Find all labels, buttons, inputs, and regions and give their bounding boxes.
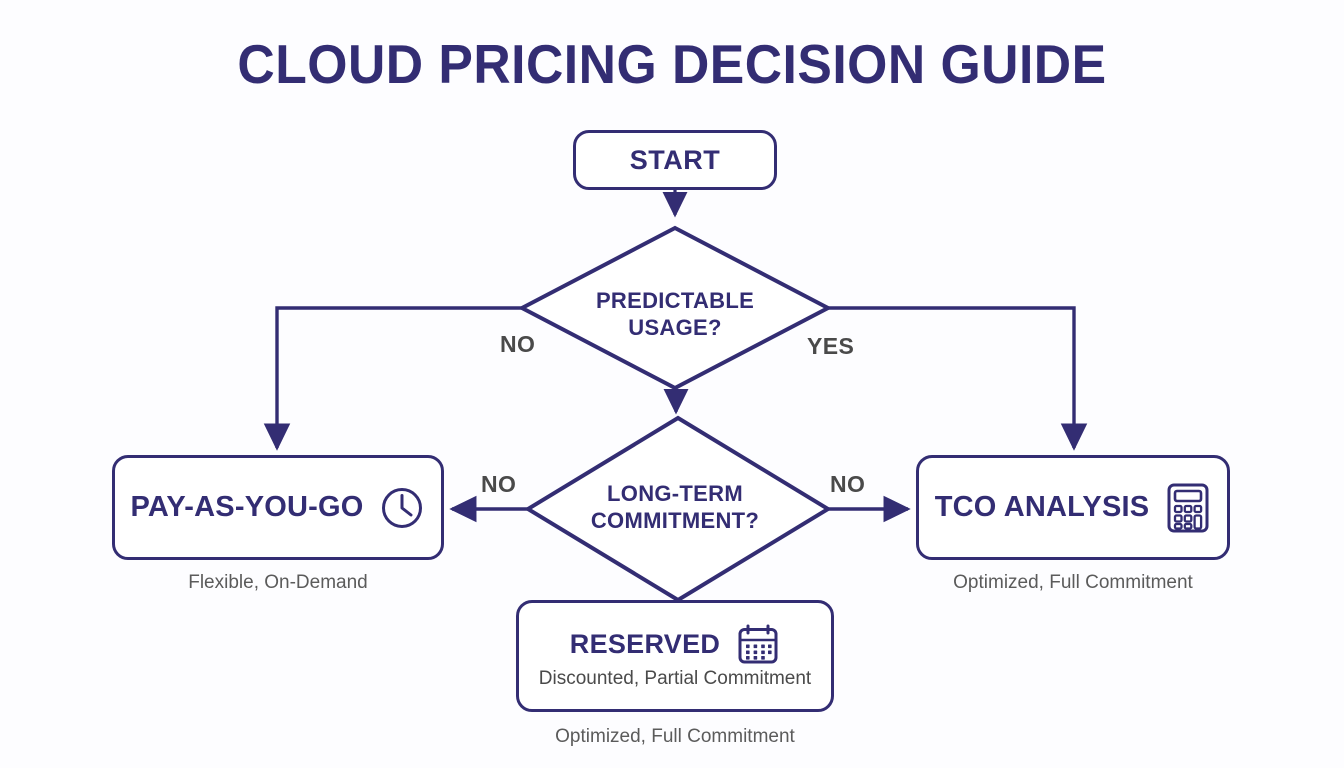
node-reserved-label: RESERVED (569, 628, 721, 659)
page-title: CLOUD PRICING DECISION GUIDE (237, 33, 1107, 95)
calculator-icon (1167, 483, 1209, 532)
node-pay-as-you-go-label: PAY-AS-YOU-GO (130, 491, 364, 523)
node-pay-as-you-go-caption: Flexible, On-Demand (188, 572, 368, 593)
edge-decision1-yes-to-tco (828, 306, 1088, 451)
node-decision-predictable-usage-label: PREDICTABLE USAGE? (595, 288, 755, 340)
node-start[interactable]: START (573, 130, 777, 190)
node-reserved-title-row: RESERVED (570, 622, 780, 666)
calendar-icon (738, 624, 778, 664)
node-decision-long-term-commitment-label: LONG-TERM COMMITMENT? (590, 481, 760, 533)
edge-label-no-predictable: NO (500, 331, 536, 357)
node-pay-as-you-go[interactable]: PAY-AS-YOU-GO (112, 455, 444, 560)
edge-label-no-commitment-right: NO (830, 471, 866, 497)
node-tco-analysis[interactable]: TCO ANALYSIS (916, 455, 1230, 560)
node-reserved-inner-caption: Discounted, Partial Commitment (538, 668, 812, 689)
edge-label-no-commitment-left: NO (481, 471, 517, 497)
node-reserved-caption: Optimized, Full Commitment (555, 726, 795, 747)
node-reserved[interactable]: RESERVED (516, 600, 834, 712)
node-start-label: START (629, 144, 721, 175)
node-tco-analysis-caption: Optimized, Full Commitment (953, 572, 1193, 593)
edge-label-yes-predictable: YES (807, 333, 855, 359)
node-tco-analysis-label: TCO ANALYSIS (934, 491, 1150, 523)
edge-decision1-no-to-payg (263, 306, 522, 451)
clock-icon (381, 487, 422, 528)
